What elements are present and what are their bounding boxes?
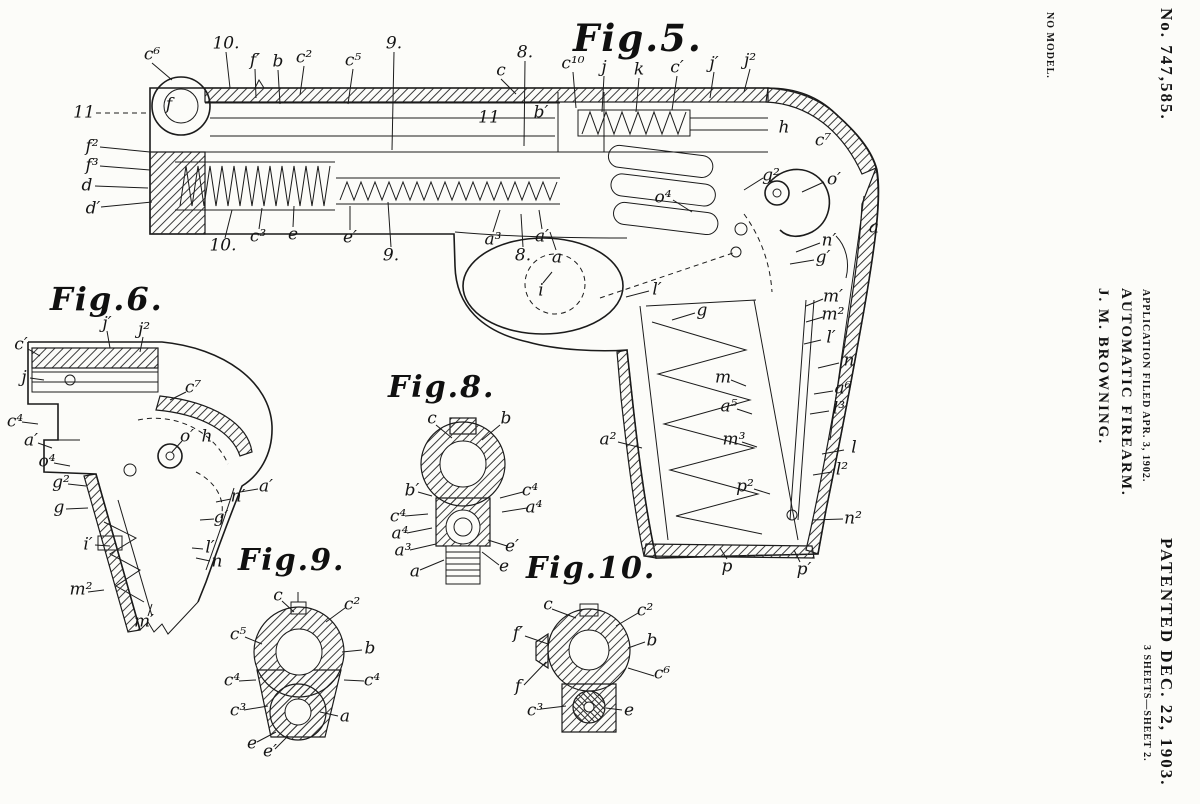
fig10-drawing — [523, 603, 655, 733]
fig5-title: Fig.5. — [573, 16, 703, 60]
fig5-drawing — [149, 76, 880, 559]
application-note: APPLICATION FILED APR. 3, 1902. — [1140, 289, 1151, 483]
fig9-title: Fig.9. — [238, 543, 346, 578]
inventor-name: J. M. BROWNING. — [1095, 288, 1111, 446]
patented-date: PATENTED DEC. 22, 1903. — [1157, 538, 1176, 787]
fig5-leader-lines — [94, 51, 845, 563]
fig6-drawing — [21, 330, 273, 635]
fig9-drawing — [238, 592, 365, 750]
invention-title: AUTOMATIC FIREARM. — [1118, 288, 1134, 497]
no-model-note: NO MODEL. — [1044, 12, 1055, 79]
fig8-drawing — [404, 417, 528, 585]
sheet-number: 3 SHEETS—SHEET 2. — [1141, 645, 1152, 762]
patent-number: No. 747,585. — [1157, 8, 1176, 121]
fig6-title: Fig.6. — [50, 280, 164, 318]
fig10-title: Fig.10. — [526, 551, 657, 586]
fig8-title: Fig.8. — [388, 370, 496, 405]
